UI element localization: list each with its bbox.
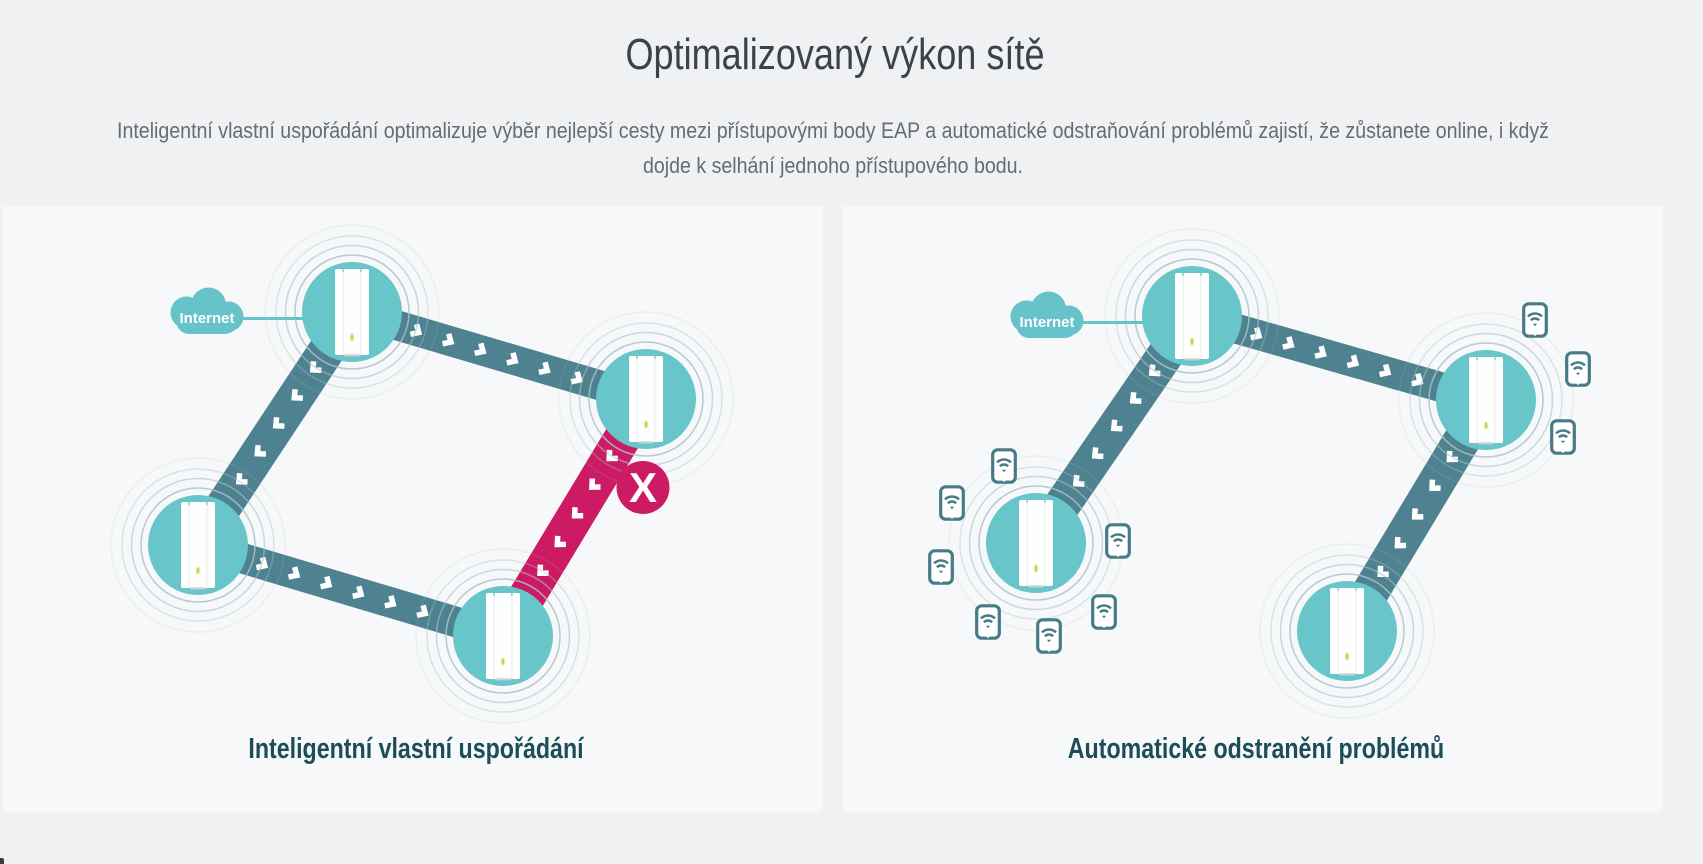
svg-text:Internet: Internet xyxy=(1019,314,1074,331)
svg-text:Internet: Internet xyxy=(179,310,234,327)
svg-text:X: X xyxy=(629,464,657,511)
